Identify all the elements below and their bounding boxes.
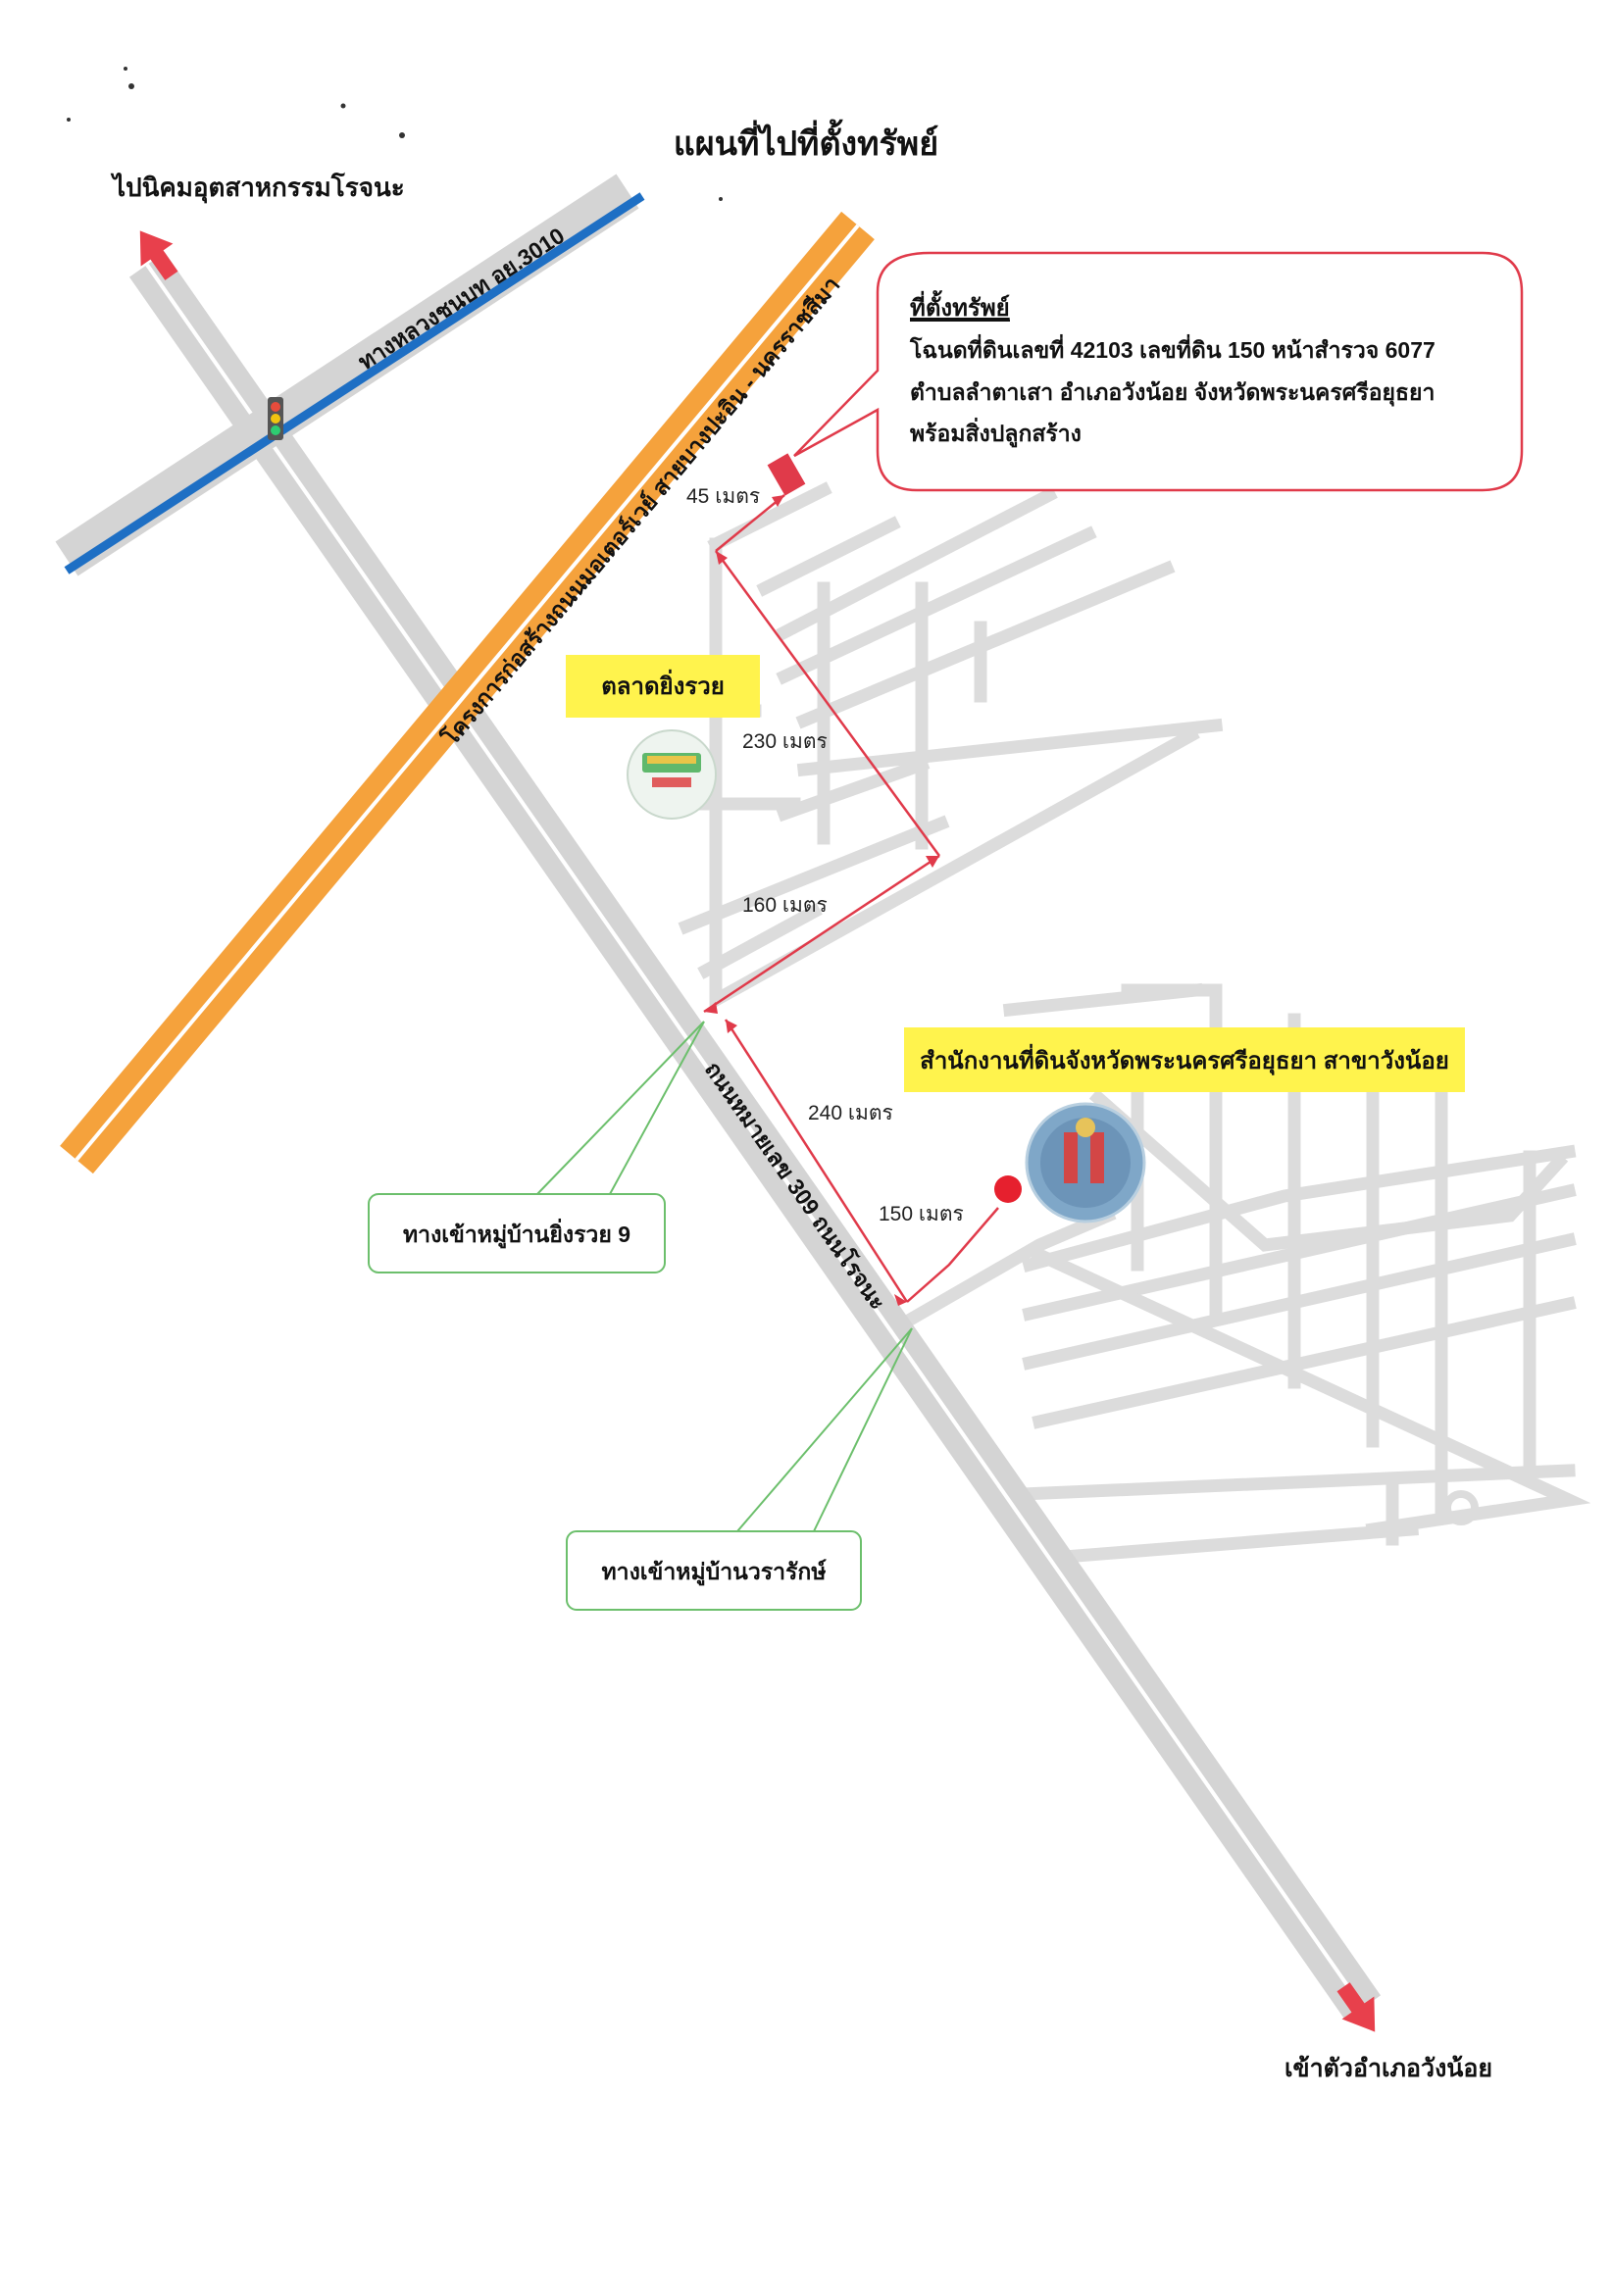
route-lines (703, 494, 999, 1303)
entrance-1-label: ทางเข้าหมู่บ้านยิ่งรวย 9 (403, 1218, 630, 1249)
north-arrow-icon (139, 230, 178, 280)
property-callout: ที่ตั้งทรัพย์ โฉนดที่ดินเลขที่ 42103 เลข… (793, 251, 1524, 492)
bottom-destination-label: เข้าตัวอำเภอวังน้อย (1285, 2055, 1492, 2082)
entrance-1-callout: ทางเข้าหมู่บ้านยิ่งรวย 9 (368, 1021, 705, 1273)
route-arrowheads (704, 495, 939, 1306)
market-logo-icon (627, 729, 717, 820)
market-label: ตลาดยิ่งรวย (601, 669, 725, 700)
distance-230m-label: 230 เมตร (742, 730, 828, 753)
property-line-3: พร้อมสิ่งปลูกสร้าง (910, 417, 1082, 448)
distance-160m-label: 160 เมตร (742, 894, 828, 917)
motorway-project-road (60, 211, 875, 1174)
main-road-309 (128, 252, 1382, 2021)
traffic-light-icon (268, 397, 283, 440)
roundabout (1443, 1490, 1479, 1525)
distance-150m-label: 150 เมตร (879, 1203, 964, 1225)
land-office-dot-icon (994, 1175, 1022, 1203)
land-office-label: สำนักงานที่ดินจังหวัดพระนครศรีอยุธยา สาข… (920, 1043, 1449, 1076)
side-streets (640, 481, 1591, 1566)
entrance-2-callout: ทางเข้าหมู่บ้านวรารักษ์ (566, 1327, 913, 1611)
entrance-2-label: ทางเข้าหมู่บ้านวรารักษ์ (602, 1559, 828, 1586)
property-line-1: โฉนดที่ดินเลขที่ 42103 เลขที่ดิน 150 หน้… (909, 333, 1436, 363)
rural-highway-label: ทางหลวงชนบท อย.3010 (354, 223, 570, 374)
market-highlight (566, 655, 760, 718)
top-destination-label: ไปนิคมอุตสาหกรรมโรจนะ (110, 172, 405, 204)
main-road-label: ถนนหมายเลข 309 ถนนโรจนะ (700, 1056, 892, 1314)
property-marker-icon (767, 453, 806, 496)
property-line-2: ตำบลลำตาเสา อำเภอวังน้อย จังหวัดพระนครศร… (910, 379, 1435, 407)
land-office-highlight (904, 1027, 1465, 1092)
rural-highway-road (55, 174, 645, 576)
distance-240m-label: 240 เมตร (808, 1102, 893, 1124)
distance-45m-label: 45 เมตร (686, 485, 760, 508)
property-heading: ที่ตั้งทรัพย์ (910, 289, 1010, 322)
map-title: แผนที่ไปที่ตั้งทรัพย์ (674, 119, 938, 163)
south-arrow-icon (1336, 1982, 1376, 2032)
land-office-seal-icon (1025, 1102, 1146, 1223)
scan-specks (67, 67, 723, 201)
